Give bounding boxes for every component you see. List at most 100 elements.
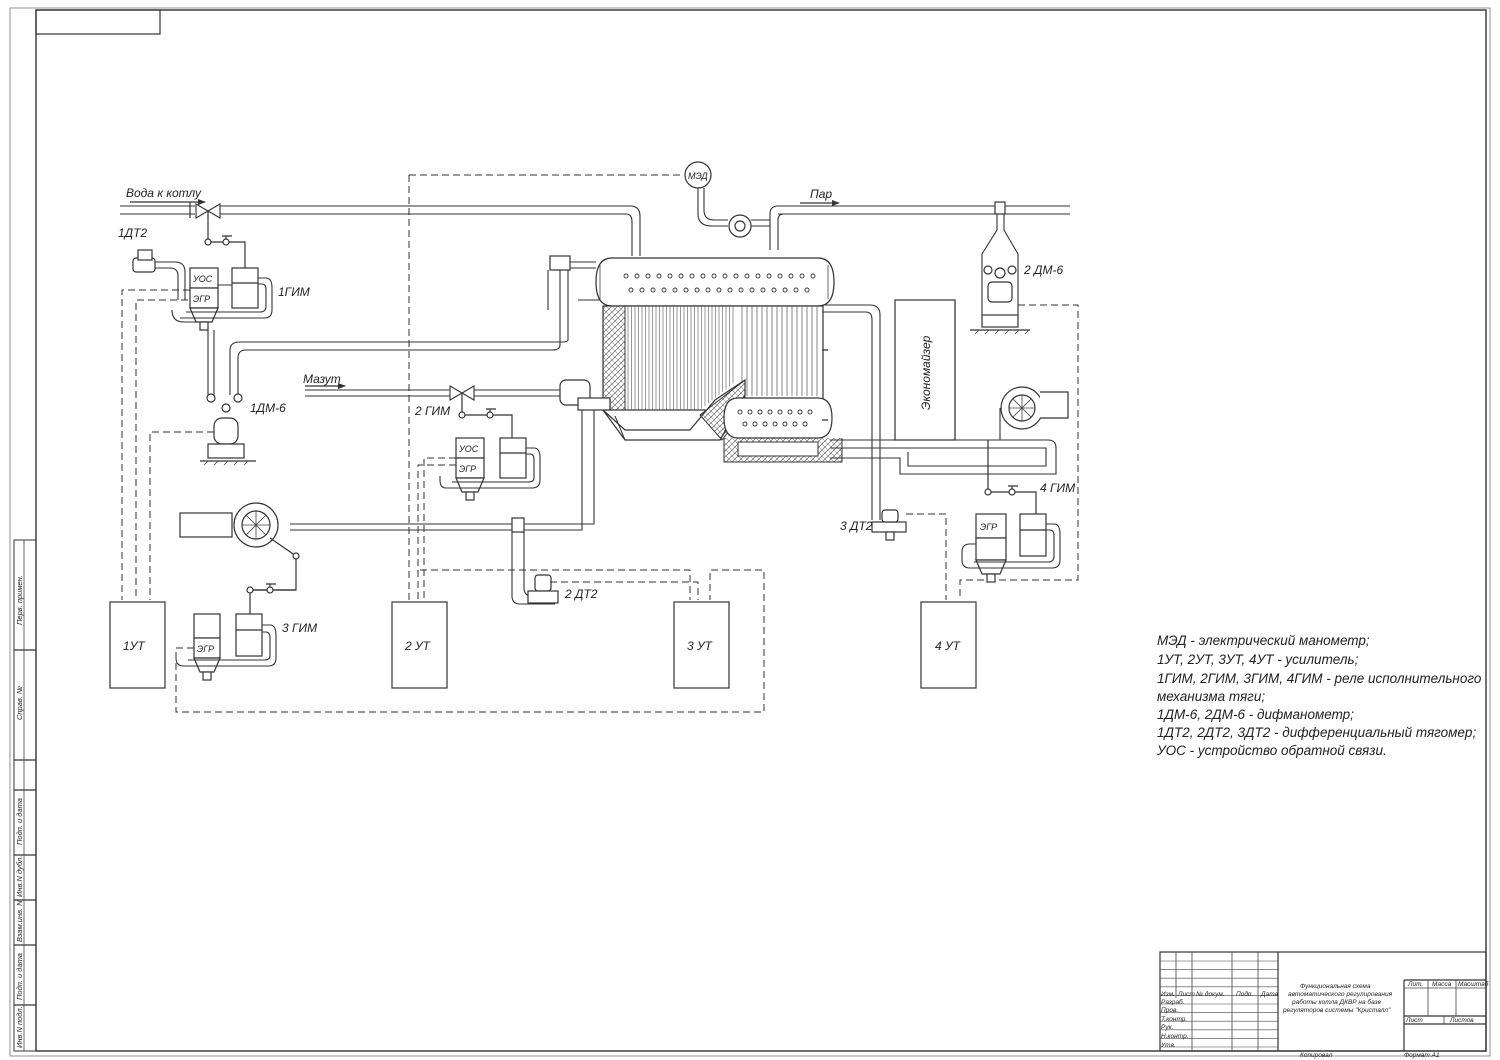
ut-1-label: 1УТ (123, 639, 146, 653)
legend-line-7: УОС - устройство обратной связи. (1156, 743, 1387, 758)
blower-fan-icon (179, 502, 300, 591)
side-stamp-column: Перв. примен. Справ. № Подп. и дата Инв.… (13, 539, 37, 1052)
tb-lit: Лит. (1407, 981, 1423, 988)
tb-format: Формат А1 (1404, 1052, 1440, 1059)
water-inlet-label: Вода к котлу (126, 186, 202, 200)
legend-line-4: механизма тяги; (1157, 689, 1265, 704)
tb-mass: Масса (1432, 981, 1452, 988)
dt2-2-instrument-icon: 2 ДТ2 (511, 517, 598, 605)
ut-4-box: 4 УТ (920, 601, 977, 689)
tb-header-list: Лист (1177, 991, 1195, 998)
egr-3-label: ЭГР (197, 644, 214, 654)
med-signal-line (408, 174, 684, 600)
side-stamp-3: Подп. и дата (15, 798, 24, 845)
dt2-2-signal (420, 569, 699, 600)
gim-4-label: 4 ГИМ (1040, 481, 1075, 495)
med-label: МЭД (688, 171, 708, 181)
gim-3-signal (175, 569, 765, 713)
legend-line-3: 1ГИМ, 2ГИМ, 3ГИМ, 4ГИМ - реле исполнител… (1157, 671, 1482, 686)
flue-duct: Экономайзер (830, 299, 1057, 475)
fuel-oil-label: Мазут (303, 372, 341, 386)
tb-role-3: Т.контр. (1161, 1016, 1187, 1023)
dt2-1-label: 1ДТ2 (118, 226, 147, 240)
dm6-2-signal (959, 304, 1079, 600)
legend-line-6: 1ДТ2, 2ДТ2, 3ДТ2 - дифференциальный тяго… (1157, 725, 1476, 740)
gim-1-label: 1ГИМ (278, 285, 310, 299)
dt2-3-instrument-icon: 3 ДТ2 (840, 509, 907, 541)
title-block: Изм. Лист № докум. Подп. Дата Разраб. Пр… (1159, 951, 1489, 1059)
fuel-oil-line: Мазут (303, 372, 572, 415)
side-stamp-7: Инв.N подл. (15, 1006, 24, 1048)
tb-copied: Копировал (1300, 1052, 1333, 1059)
tb-header-izm: Изм. (1161, 991, 1175, 998)
uos-egr-1-unit: УОС ЭГР (171, 267, 232, 331)
uos-1-label: УОС (192, 274, 213, 284)
tb-title-2: автоматического регулирования (1288, 991, 1393, 998)
tb-title-1: Функциональная схема (1300, 983, 1371, 990)
tb-title-4: регуляторов системы "Кристалл" (1282, 1007, 1391, 1014)
gim-2-signal (417, 457, 456, 600)
dm6-2-instrument-icon: 2 ДМ-6 (970, 201, 1063, 335)
tb-role-1: Разраб. (1161, 998, 1185, 1006)
tb-sheets: Листов (1449, 1017, 1474, 1024)
ut-2-label: 2 УТ (404, 639, 432, 653)
top-corner-stamp (35, 9, 161, 35)
dt2-1-instrument-icon: 1ДТ2 (118, 226, 186, 300)
tb-header-date: Дата (1260, 991, 1279, 998)
ut-2-box: 2 УТ (391, 601, 448, 689)
gim-2-label: 2 ГИМ (414, 404, 450, 418)
ut-4-label: 4 УТ (935, 639, 962, 653)
dt2-3-label: 3 ДТ2 (840, 519, 873, 533)
legend: МЭД - электрический манометр; 1УТ, 2УТ, … (1156, 633, 1482, 758)
side-stamp-1: Перв. примен. (15, 575, 24, 625)
egr-2-label: ЭГР (459, 464, 476, 474)
boiler-drum-links (822, 304, 881, 520)
gim-1-unit: 1ГИМ (180, 235, 310, 319)
dm6-1-instrument-icon: 1ДМ-6 (200, 256, 569, 466)
legend-line-5: 1ДМ-6, 2ДМ-6 - дифманометр; (1157, 707, 1354, 722)
tb-header-sign: Подп. (1236, 990, 1253, 998)
economizer-label: Экономайзер (919, 335, 933, 410)
tb-role-2: Пров. (1161, 1007, 1178, 1014)
level-column-icon (547, 255, 600, 310)
legend-line-2: 1УТ, 2УТ, 3УТ, 4УТ - усилитель; (1157, 652, 1359, 667)
side-stamp-2: Справ. № (15, 686, 24, 720)
tb-role-6: Утв. (1160, 1042, 1176, 1049)
legend-line-1: МЭД - электрический манометр; (1157, 633, 1370, 648)
egr-1-label: ЭГР (193, 294, 210, 304)
uos-2-label: УОС (458, 444, 479, 454)
ut-1-box: 1УТ (109, 601, 166, 689)
egr-4-label: ЭГР (980, 522, 997, 532)
dt2-3-signal (906, 513, 947, 600)
side-stamp-4: Инв.N дубл. (15, 856, 24, 897)
steam-label: Пар (810, 187, 832, 201)
dt2-2-label: 2 ДТ2 (564, 587, 598, 601)
outer-frame (9, 7, 1491, 1057)
inner-frame (35, 9, 1487, 1052)
dm6-1-signal (149, 431, 214, 600)
smoke-exhauster-fan-icon (999, 386, 1069, 440)
dm6-2-label: 2 ДМ-6 (1023, 263, 1063, 277)
water-valve-icon (195, 203, 221, 242)
gim-2-unit: УОС ЭГР 2 ГИМ (414, 404, 541, 501)
tb-header-doc: № докум. (1196, 990, 1225, 998)
boiler-furnace (602, 378, 746, 441)
burner-icon (290, 379, 611, 531)
med-gauge-icon: МЭД (684, 161, 770, 238)
gim-1-signal (121, 289, 190, 600)
tb-scale: Масштаб (1458, 980, 1489, 988)
tb-sheet: Лист (1405, 1017, 1423, 1024)
gim-3-unit: ЭГР 3 ГИМ (175, 583, 317, 681)
tb-role-5: Н.контр. (1161, 1033, 1189, 1040)
tb-role-4: Рук. (1161, 1024, 1174, 1031)
boiler-drum-upper (595, 257, 835, 307)
gim-4-unit: ЭГР 4 ГИМ (961, 440, 1075, 583)
water-inlet-line: Вода к котлу (120, 186, 641, 256)
ut-3-label: 3 УТ (687, 639, 714, 653)
gim-3-label: 3 ГИМ (282, 621, 317, 635)
boiler-drum-lower (723, 397, 843, 463)
steam-line: Пар (769, 187, 1070, 250)
dm6-1-label: 1ДМ-6 (250, 401, 286, 415)
boiler-tube-bank (602, 305, 824, 411)
